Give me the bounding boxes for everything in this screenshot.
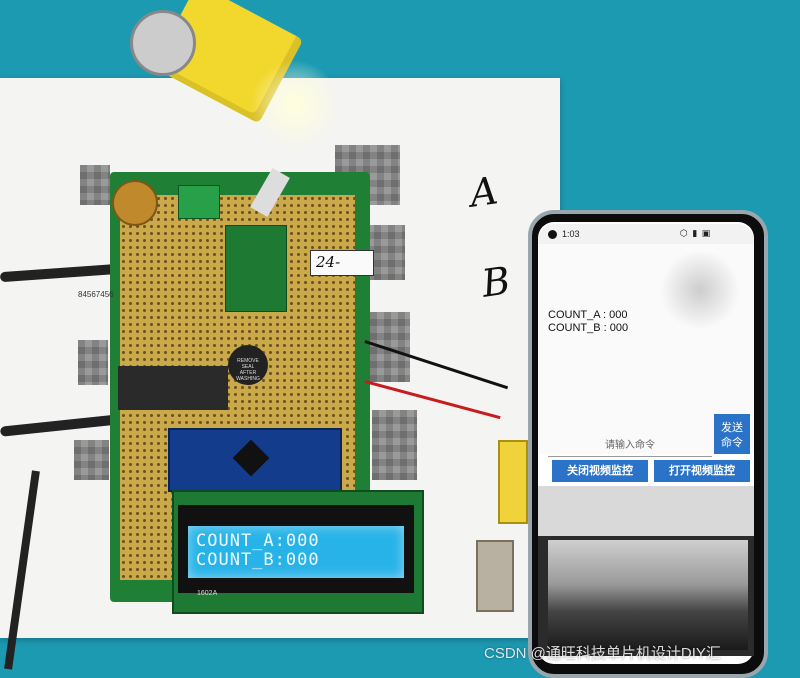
count-b-label: COUNT_B : 000: [548, 322, 629, 334]
lcd-count-a: COUNT_A:000: [196, 531, 320, 551]
solenoid-lock: [498, 440, 528, 524]
screw-terminal: [178, 185, 220, 219]
lcd-count-b: COUNT_B:000: [196, 550, 320, 570]
mosaic-block: [372, 410, 417, 480]
video-feed-scene: [548, 540, 748, 650]
potentiometer: [112, 180, 158, 226]
count-a-label: COUNT_A : 000: [548, 309, 628, 321]
mosaic-block: [74, 440, 109, 480]
watermark: CSDN @通旺科技单片机设计DIY汇: [484, 645, 721, 662]
lcd-part-number: 1602A: [197, 590, 218, 597]
send-command-button[interactable]: 发送命令: [714, 414, 750, 454]
mosaic-block: [78, 340, 108, 385]
mosaic-block: [370, 312, 410, 382]
status-time: 1:03: [562, 229, 580, 239]
status-bar: [538, 224, 754, 244]
handwritten-letter-b: B: [479, 258, 513, 306]
mosaic-block: [80, 165, 110, 205]
buzzer-label: REMOVE SEAL AFTER WASHING: [236, 358, 260, 382]
electromagnetic-lock: [476, 540, 514, 612]
sensor-module: [118, 366, 228, 410]
command-input[interactable]: [548, 434, 712, 457]
serial-label: 84567456: [78, 290, 114, 299]
sticker-text: 24-: [316, 253, 341, 271]
buzzer: [228, 345, 268, 385]
front-camera-icon: [548, 230, 557, 239]
motor-can: [130, 10, 196, 76]
close-video-button[interactable]: 关闭视频监控: [552, 460, 648, 482]
camera-adapter-board: [225, 225, 287, 312]
screen-glare: [660, 250, 740, 330]
label-sticker: [310, 250, 374, 276]
light-glow: [250, 60, 340, 150]
lcd-screen: [188, 526, 404, 578]
handwritten-letter-a: A: [467, 168, 501, 216]
video-feed-top: [538, 486, 754, 536]
open-video-button[interactable]: 打开视频监控: [654, 460, 750, 482]
status-icons: ⬡ ▮ ▣: [680, 228, 712, 238]
